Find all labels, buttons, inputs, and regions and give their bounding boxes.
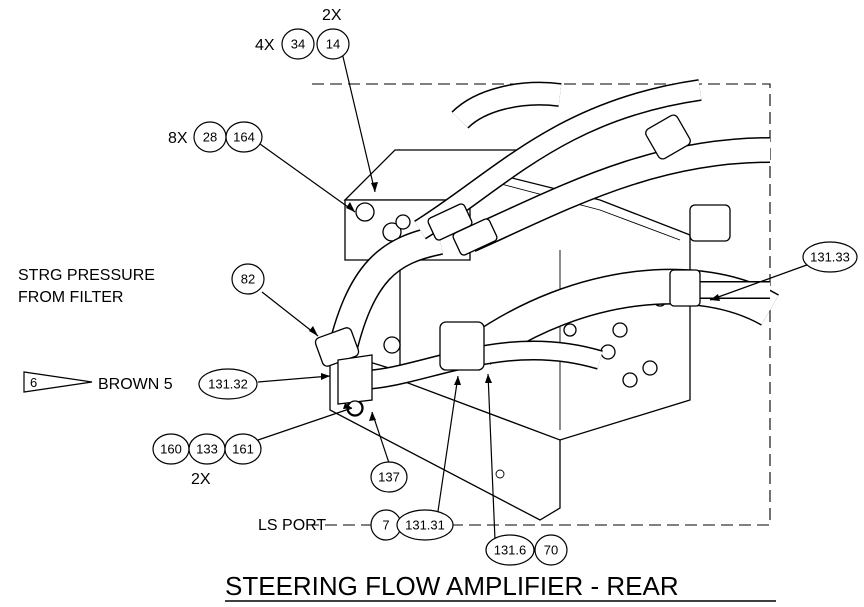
qty-label-2x-bottom: 2X bbox=[191, 471, 211, 488]
qty-label-8x: 8X bbox=[168, 130, 188, 147]
callout-28: 28 bbox=[193, 121, 227, 153]
svg-text:131.33: 131.33 bbox=[810, 250, 850, 265]
diagram-title: STEERING FLOW AMPLIFIER - REAR bbox=[225, 571, 679, 601]
callout-161: 161 bbox=[224, 433, 262, 465]
svg-text:14: 14 bbox=[326, 37, 340, 52]
leader-lines bbox=[257, 43, 816, 541]
svg-text:161: 161 bbox=[232, 442, 254, 457]
from-filter-label: FROM FILTER bbox=[18, 289, 123, 306]
callout-164: 164 bbox=[225, 121, 263, 153]
callout-14: 14 bbox=[316, 28, 350, 60]
ls-port-label: LS PORT bbox=[258, 517, 326, 534]
callout-34: 34 bbox=[281, 28, 315, 60]
hose-fittings bbox=[314, 114, 731, 371]
callout-131-32: 131.32 bbox=[198, 368, 258, 400]
svg-text:137: 137 bbox=[378, 470, 400, 485]
flag-note: 6 bbox=[23, 371, 93, 393]
strg-pressure-label: STRG PRESSURE bbox=[18, 267, 155, 284]
svg-text:164: 164 bbox=[233, 130, 255, 145]
svg-text:70: 70 bbox=[544, 543, 558, 558]
brown-label: BROWN 5 bbox=[98, 376, 173, 393]
svg-text:7: 7 bbox=[382, 518, 389, 533]
callout-133: 133 bbox=[188, 433, 226, 465]
callout-70: 70 bbox=[534, 534, 568, 566]
svg-text:28: 28 bbox=[203, 130, 217, 145]
qty-label-4x: 4X bbox=[255, 37, 275, 54]
callout-131-33: 131.33 bbox=[802, 241, 858, 273]
svg-text:131.6: 131.6 bbox=[494, 543, 527, 558]
svg-text:133: 133 bbox=[196, 442, 218, 457]
svg-text:131.31: 131.31 bbox=[405, 518, 445, 533]
svg-text:160: 160 bbox=[160, 442, 182, 457]
callout-131-31: 131.31 bbox=[396, 509, 454, 541]
callout-131-6: 131.6 bbox=[485, 534, 535, 566]
svg-text:82: 82 bbox=[241, 272, 255, 287]
callout-137: 137 bbox=[370, 461, 408, 493]
flag-note-number: 6 bbox=[30, 375, 37, 390]
callout-160: 160 bbox=[152, 433, 190, 465]
callout-82: 82 bbox=[231, 263, 265, 295]
svg-text:34: 34 bbox=[291, 37, 305, 52]
hose-clamp bbox=[337, 354, 373, 416]
detail-boundary bbox=[312, 83, 771, 526]
qty-label-2x-top: 2X bbox=[322, 7, 342, 24]
svg-text:131.32: 131.32 bbox=[208, 377, 248, 392]
